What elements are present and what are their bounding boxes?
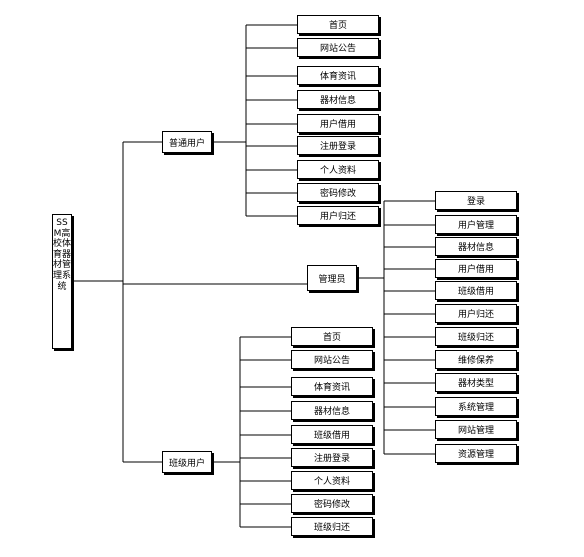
- group-node-admin: 管理员: [307, 265, 357, 291]
- item-admin-2: 器材信息: [435, 237, 517, 256]
- item-admin-7: 维修保养: [435, 350, 517, 369]
- item-class-8: 班级归还: [291, 517, 373, 536]
- item-admin-1: 用户管理: [435, 215, 517, 234]
- item-admin-9: 系统管理: [435, 397, 517, 416]
- item-regular-6: 个人资料: [297, 160, 379, 179]
- item-admin-11: 资源管理: [435, 444, 517, 463]
- item-admin-6: 班级归还: [435, 327, 517, 346]
- item-admin-5: 用户归还: [435, 304, 517, 323]
- item-regular-4: 用户借用: [297, 114, 379, 133]
- group-node-class-user: 班级用户: [162, 451, 212, 473]
- item-class-6: 个人资料: [291, 471, 373, 490]
- item-class-2: 体育资讯: [291, 377, 373, 396]
- item-class-4: 班级借用: [291, 425, 373, 444]
- item-regular-0: 首页: [297, 15, 379, 34]
- item-regular-2: 体育资讯: [297, 66, 379, 85]
- item-admin-4: 班级借用: [435, 281, 517, 300]
- item-class-1: 网站公告: [291, 350, 373, 369]
- item-admin-0: 登录: [435, 191, 517, 210]
- root-node: SSM高校体育器材管理系统: [52, 214, 72, 349]
- item-regular-5: 注册登录: [297, 136, 379, 155]
- item-regular-8: 用户归还: [297, 206, 379, 225]
- item-class-5: 注册登录: [291, 448, 373, 467]
- item-regular-3: 器材信息: [297, 90, 379, 109]
- group-node-regular-user: 普通用户: [162, 131, 212, 153]
- item-class-3: 器材信息: [291, 401, 373, 420]
- item-regular-1: 网站公告: [297, 38, 379, 57]
- item-admin-10: 网站管理: [435, 420, 517, 439]
- item-regular-7: 密码修改: [297, 183, 379, 202]
- item-admin-8: 器材类型: [435, 373, 517, 392]
- item-admin-3: 用户借用: [435, 259, 517, 278]
- item-class-7: 密码修改: [291, 494, 373, 513]
- item-class-0: 首页: [291, 327, 373, 346]
